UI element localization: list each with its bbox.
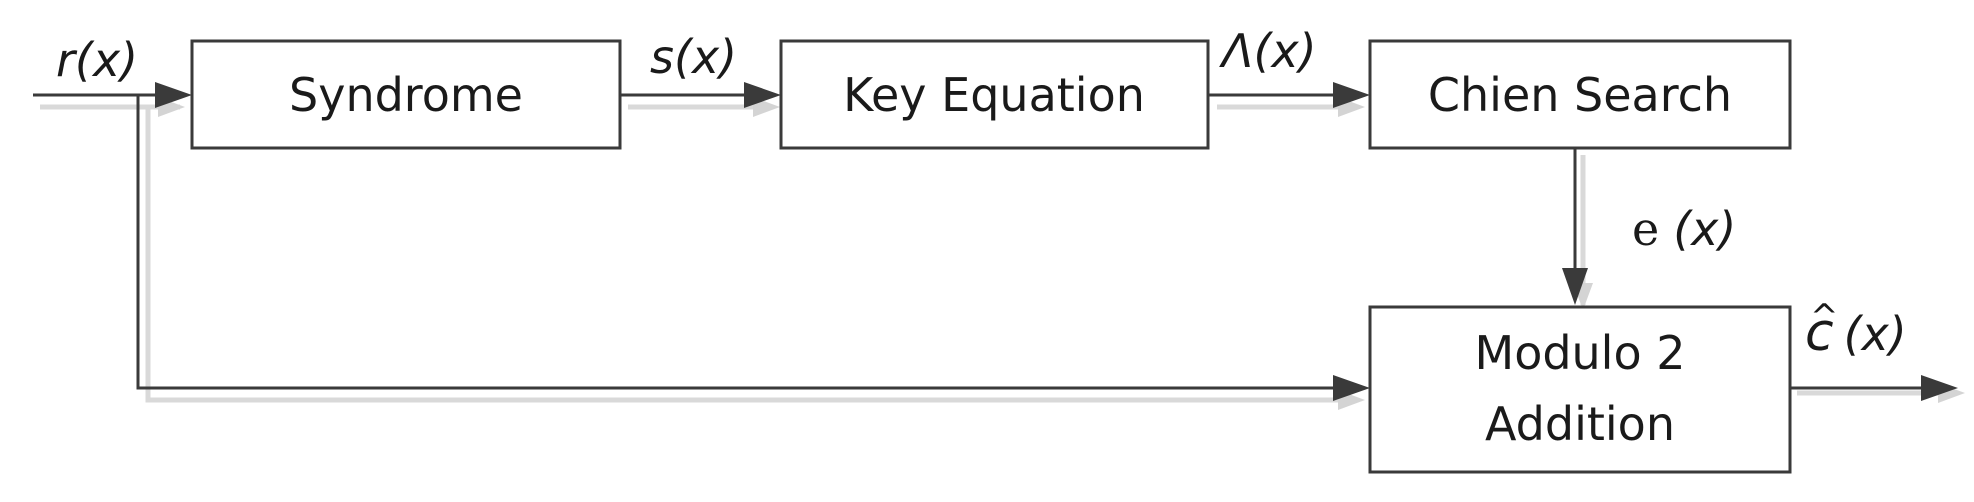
syndrome-block: Syndrome — [190, 39, 622, 150]
arrowhead-modulo-left — [1333, 375, 1370, 401]
arrowhead-output — [1921, 375, 1958, 401]
chien-search-label: Chien Search — [1428, 68, 1732, 122]
arrowhead-chien-search — [1333, 82, 1370, 108]
output-signal-c: c — [1805, 303, 1834, 363]
arrowhead-modulo-top — [1562, 268, 1588, 305]
arrowhead-key-equation — [744, 82, 781, 108]
feedforward-wire — [136, 95, 1345, 390]
wire-shadows — [40, 97, 1965, 410]
input-signal-label: r(x) — [56, 33, 138, 87]
syndrome-label: Syndrome — [289, 68, 523, 122]
output-signal-x: (x) — [1844, 307, 1907, 361]
wires — [33, 82, 1958, 401]
chien-search-block: Chien Search — [1368, 39, 1792, 150]
error-signal-label: e (x) — [1632, 202, 1736, 256]
error-signal-e: e — [1632, 202, 1659, 256]
syndrome-output-label: s(x) — [650, 30, 737, 84]
arrowhead-syndrome — [155, 82, 192, 108]
key-equation-output-label: Λ(x) — [1219, 24, 1317, 78]
output-signal-label: c (x) — [1805, 303, 1907, 363]
modulo-addition-block: Modulo 2 Addition — [1368, 305, 1792, 474]
modulo-label-line1: Modulo 2 — [1475, 326, 1686, 380]
output-hat-accent: ^ — [1810, 297, 1839, 337]
error-signal-x: (x) — [1673, 202, 1736, 256]
modulo-label-line2: Addition — [1485, 397, 1675, 451]
key-equation-label: Key Equation — [843, 68, 1145, 122]
key-equation-block: Key Equation — [779, 39, 1210, 150]
